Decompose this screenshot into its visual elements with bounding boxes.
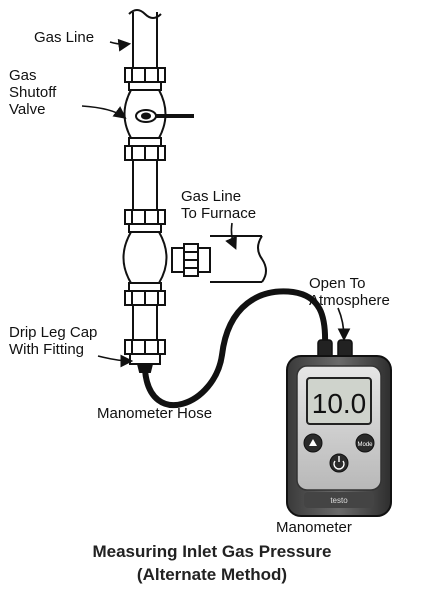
label-gas-line-to-furnace-line1: Gas Line bbox=[181, 188, 242, 205]
label-open-to-atmosphere-line1: Open To bbox=[309, 275, 366, 292]
label-pointers bbox=[81, 38, 351, 368]
valve-pointer bbox=[81, 105, 127, 119]
label-open-to-atmosphere-line2: Atmosphere bbox=[309, 292, 390, 309]
label-drip-leg-cap: Drip Leg Cap With Fitting bbox=[9, 324, 97, 358]
up-triangle-icon bbox=[309, 439, 317, 446]
label-drip-leg-cap-line2: With Fitting bbox=[9, 341, 85, 358]
label-gas-shutoff-valve-line2: Shutoff bbox=[9, 84, 57, 101]
label-drip-leg-cap-line1: Drip Leg Cap bbox=[9, 324, 98, 341]
manometer-hose bbox=[142, 288, 329, 409]
label-gas-shutoff-valve-line3: Valve bbox=[9, 101, 46, 118]
manometer-reading: 10.0 bbox=[312, 388, 367, 419]
mode-button bbox=[355, 433, 375, 453]
label-manometer: Manometer bbox=[276, 519, 352, 536]
caption-line1: Measuring Inlet Gas Pressure bbox=[92, 542, 332, 561]
manometer-device: 10.0 Mode testo bbox=[286, 339, 392, 517]
pipe-fittings bbox=[124, 67, 166, 355]
label-gas-line-to-furnace: Gas Line To Furnace bbox=[181, 188, 256, 222]
drip-leg-pointer bbox=[97, 354, 134, 368]
label-gas-shutoff-valve-line1: Gas bbox=[9, 67, 37, 84]
tee-fitting bbox=[122, 231, 211, 284]
caption-line2: (Alternate Method) bbox=[136, 565, 288, 584]
furnace-pointer bbox=[225, 222, 237, 250]
mode-button-label: Mode bbox=[357, 442, 373, 448]
gas-line-to-furnace-pipe bbox=[210, 235, 267, 283]
gas-shutoff-valve bbox=[123, 89, 194, 139]
label-manometer-hose: Manometer Hose bbox=[97, 405, 213, 422]
label-gas-shutoff-valve: Gas Shutoff Valve bbox=[9, 67, 56, 118]
label-open-to-atmosphere: Open To Atmosphere bbox=[309, 275, 390, 309]
label-gas-line-to-furnace-line2: To Furnace bbox=[181, 205, 257, 222]
manometer-screen bbox=[306, 377, 372, 425]
power-icon bbox=[333, 460, 345, 470]
gas-line-pointer bbox=[109, 38, 132, 52]
label-gas-line: Gas Line bbox=[34, 29, 95, 46]
atmosphere-pointer bbox=[337, 307, 351, 342]
manometer-brand: testo bbox=[330, 496, 348, 505]
